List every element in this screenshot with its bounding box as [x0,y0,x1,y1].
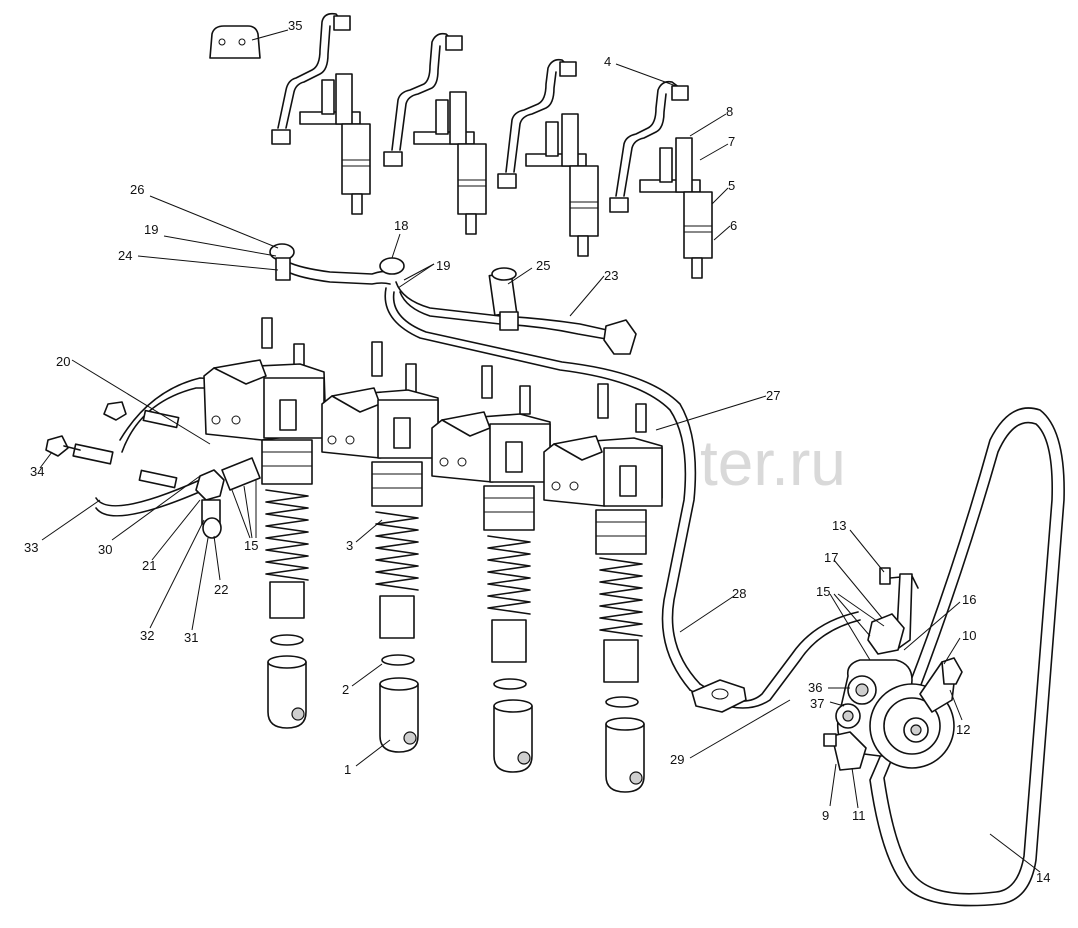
pipe-33 [45,377,231,517]
unit-pump-3 [431,365,551,773]
callout-23: 23 [604,268,618,283]
callout-25: 25 [536,258,550,273]
callout-18: 18 [394,218,408,233]
callout-13: 13 [832,518,846,533]
callout-5: 5 [728,178,735,193]
leader-lines [39,29,1041,873]
callout-12: 12 [956,722,970,737]
fuel-pipe-28 [384,287,861,713]
callout-15-left: 15 [244,538,258,553]
fuel-pump-assembly [823,567,963,771]
callout-19-left: 19 [144,222,158,237]
injector-1 [271,12,371,215]
injector-4 [609,80,713,279]
callout-27: 27 [766,388,780,403]
callout-34: 34 [30,464,44,479]
callout-8: 8 [726,104,733,119]
unit-pump-2 [321,341,439,753]
unit-pump-4 [543,383,663,793]
callout-30: 30 [98,542,112,557]
callout-26: 26 [130,182,144,197]
callout-11: 11 [852,808,866,823]
callout-3: 3 [346,538,353,553]
callout-20: 20 [56,354,70,369]
callout-2: 2 [342,682,349,697]
callout-22: 22 [214,582,228,597]
callout-10: 10 [962,628,976,643]
callout-31: 31 [184,630,198,645]
callout-28: 28 [732,586,746,601]
watermark: ter.ru [700,427,846,499]
banjo-fitting [195,457,261,539]
bracket-35 [209,25,261,59]
callout-33: 33 [24,540,38,555]
belt-14 [869,407,1065,907]
callout-16: 16 [962,592,976,607]
callout-4: 4 [604,54,611,69]
callout-24: 24 [118,248,132,263]
callout-21: 21 [142,558,156,573]
callout-6: 6 [730,218,737,233]
callout-19-right: 19 [436,258,450,273]
callout-labels: 35 4 8 7 5 6 26 19 24 18 19 25 23 27 20 … [24,18,1050,885]
callout-9: 9 [822,808,829,823]
callout-29: 29 [670,752,684,767]
injector-2 [383,32,487,235]
callout-35: 35 [288,18,302,33]
unit-pump-1 [203,317,327,729]
callout-7: 7 [728,134,735,149]
callout-36: 36 [808,680,822,695]
callout-17: 17 [824,550,838,565]
callout-37: 37 [810,696,824,711]
callout-32: 32 [140,628,154,643]
callout-1: 1 [344,762,351,777]
callout-15-right: 15 [816,584,830,599]
injector-3 [497,58,599,257]
callout-14: 14 [1036,870,1050,885]
